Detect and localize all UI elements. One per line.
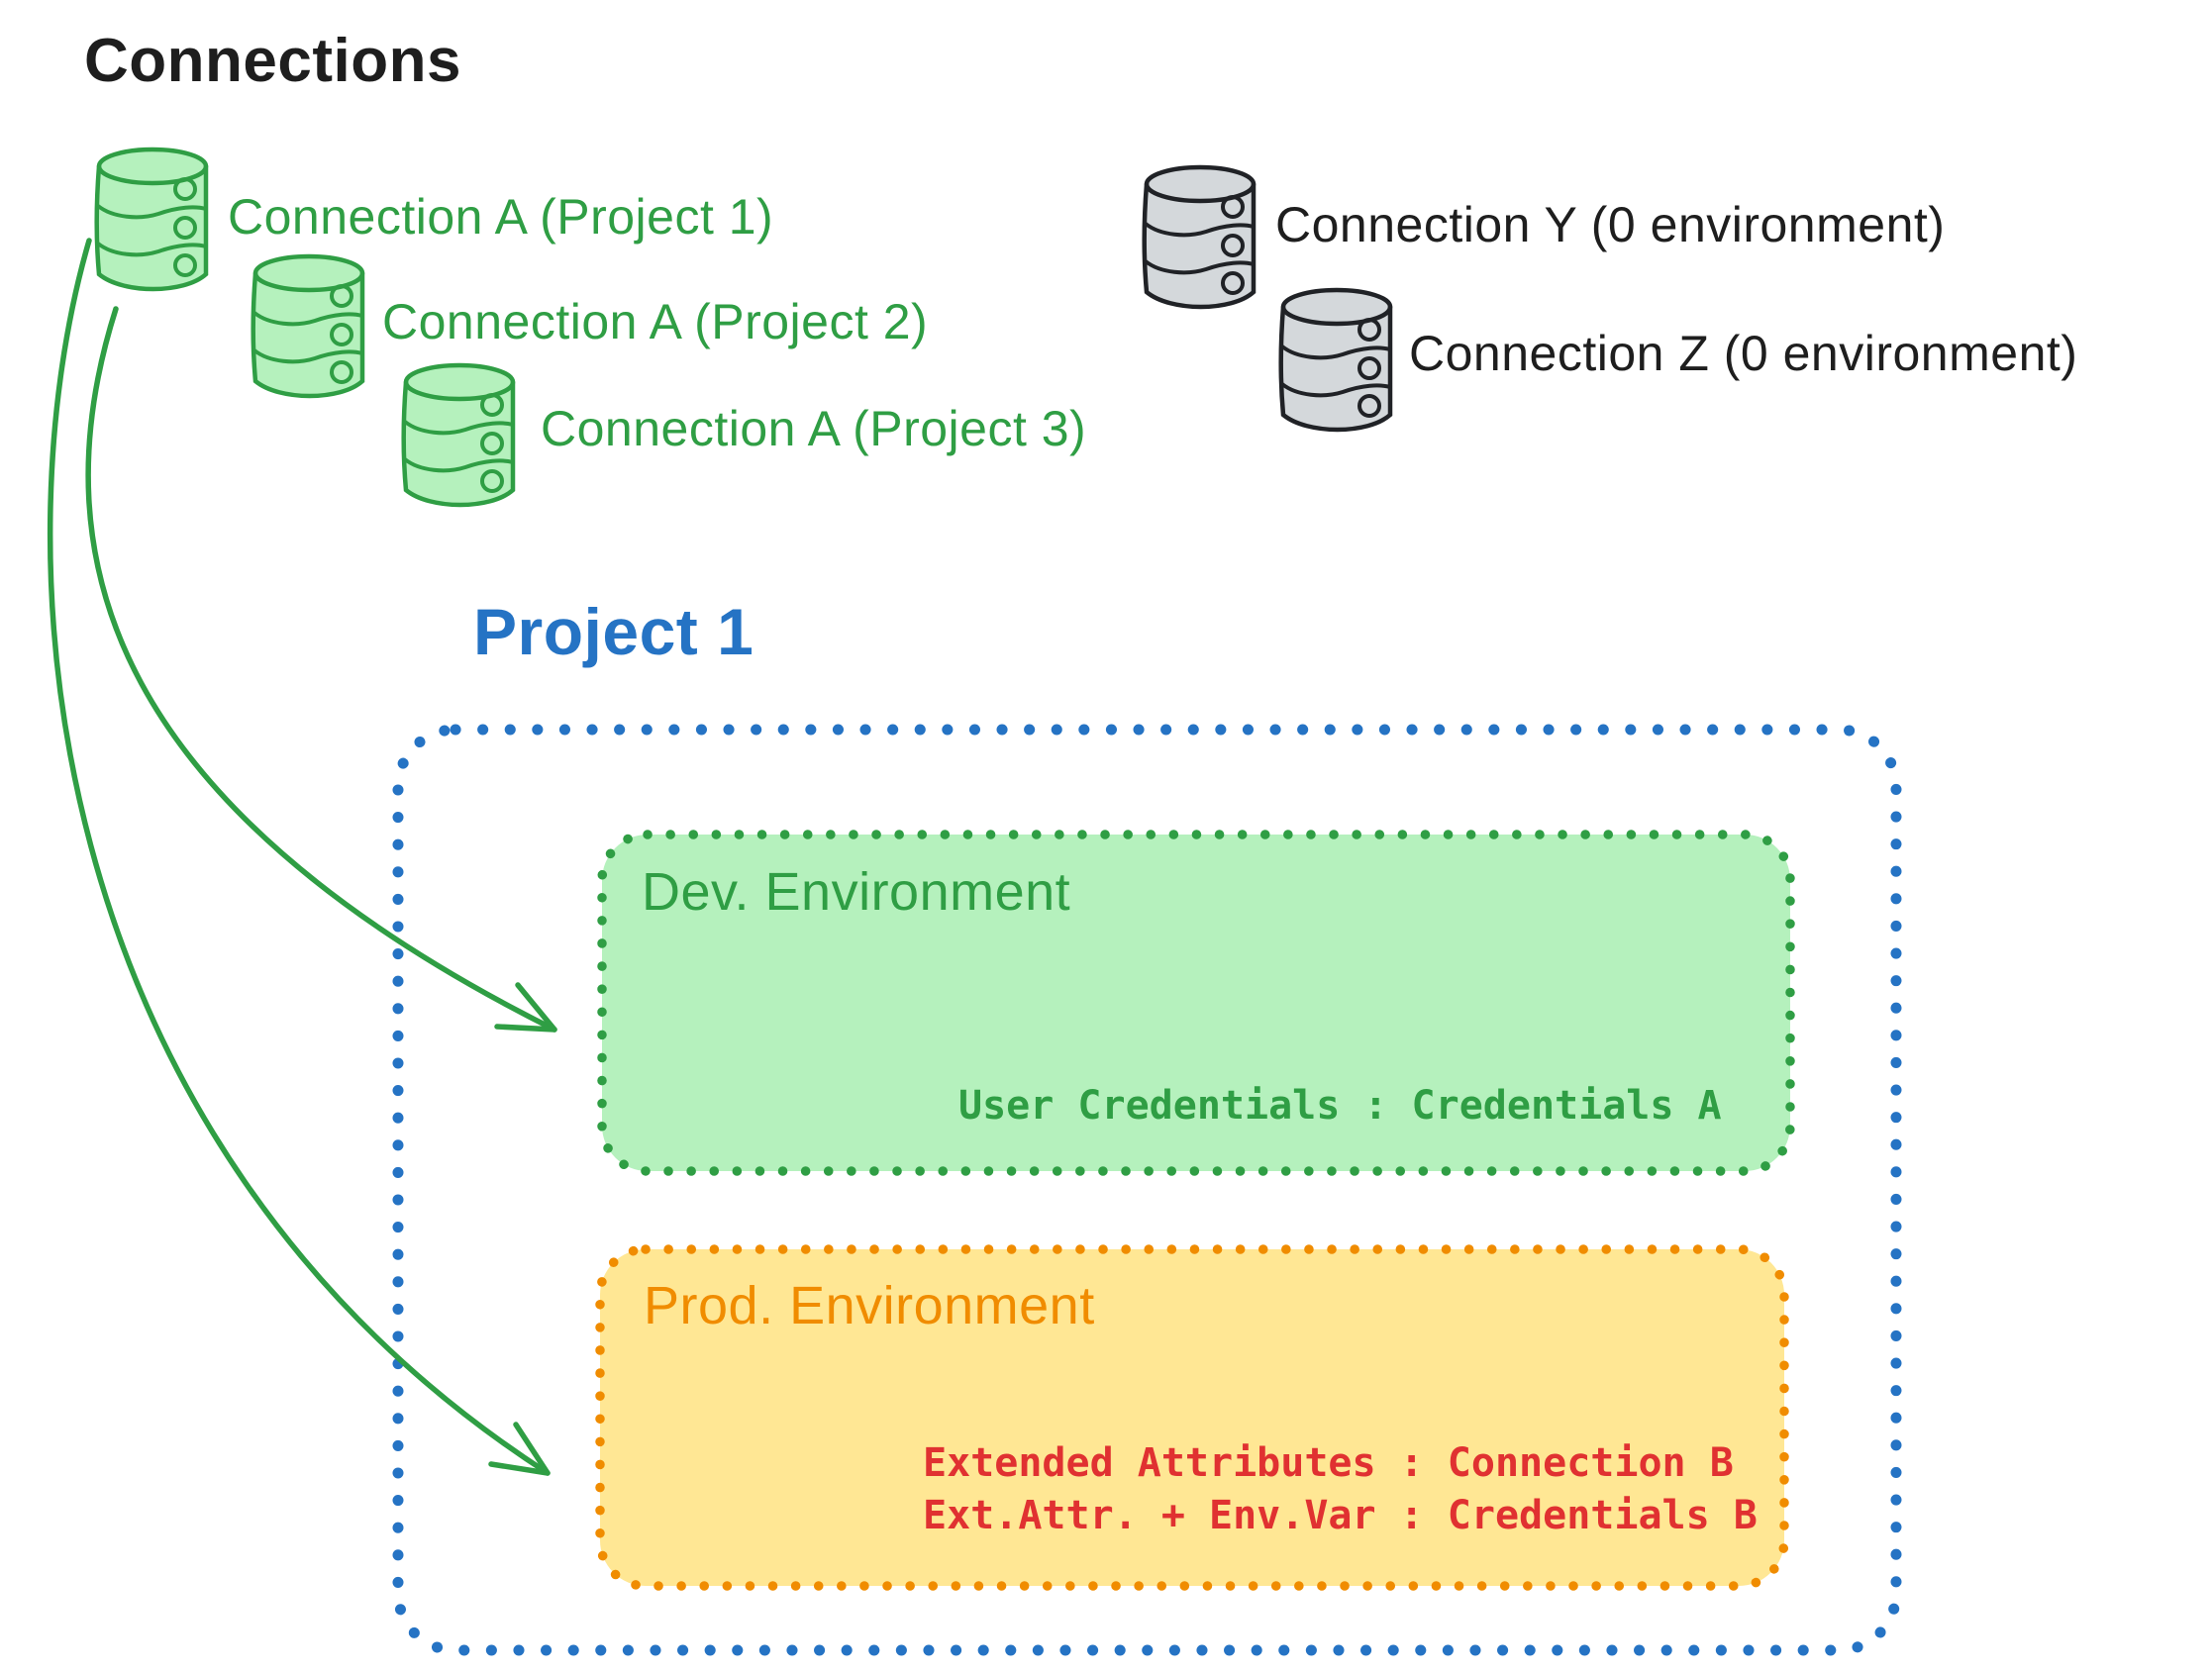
database-icon-connection-a-project-3 <box>403 365 513 505</box>
connection-z-label: Connection Z (0 environment) <box>1409 326 2078 381</box>
arrow-connection-a-to-prod <box>47 238 551 1476</box>
dev-environment-title: Dev. Environment <box>642 862 1071 922</box>
connection-a-project-2-label: Connection A (Project 2) <box>382 294 929 349</box>
project-1-box <box>392 724 1902 1656</box>
project-1-title: Project 1 <box>473 595 754 668</box>
prod-mapping-ext-attr-env-var: Ext.Attr. + Env.Var : Credentials B <box>923 1493 1758 1538</box>
connection-y-label: Connection Y (0 environment) <box>1275 197 1946 252</box>
database-icon-connection-y <box>1144 167 1254 307</box>
dev-environment-box <box>597 830 1795 1176</box>
database-icon-connection-a-project-1 <box>96 149 206 289</box>
connection-a-project-1-label: Connection A (Project 1) <box>228 189 774 245</box>
dev-credentials-mapping: User Credentials : Credentials A <box>958 1083 1722 1129</box>
prod-mapping-extended-attributes: Extended Attributes : Connection B <box>923 1440 1734 1486</box>
connection-a-project-3-label: Connection A (Project 3) <box>541 401 1087 456</box>
prod-mappings: Extended Attributes : Connection B Ext.A… <box>923 1437 1758 1542</box>
database-icon-connection-z <box>1280 290 1390 430</box>
database-icon-connection-a-project-2 <box>252 256 362 396</box>
prod-environment-title: Prod. Environment <box>644 1276 1095 1335</box>
prod-environment-box <box>595 1244 1789 1591</box>
connections-title: Connections <box>84 27 461 95</box>
arrow-connection-a-to-dev <box>85 306 557 1033</box>
